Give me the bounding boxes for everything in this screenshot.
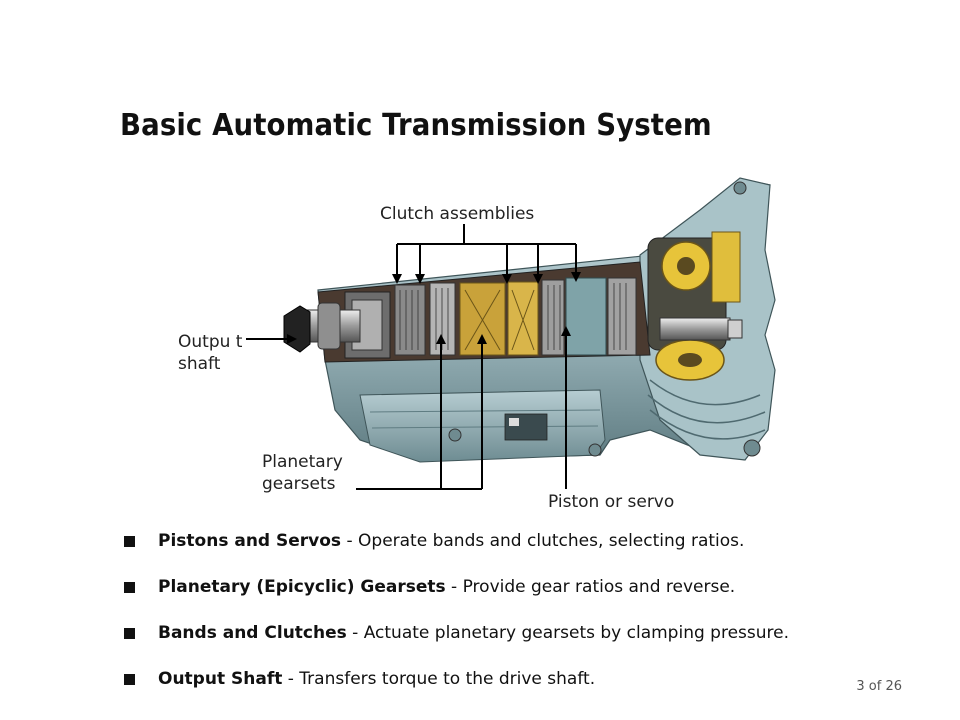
bullet-description: Provide gear ratios and reverse. [462, 577, 736, 597]
bullet-separator: - [445, 577, 463, 597]
square-bullet-icon [124, 582, 135, 593]
bullet-description: Operate bands and clutches, selecting ra… [358, 531, 745, 551]
slide-title: Basic Automatic Transmission System [120, 108, 712, 143]
planetary-gearsets-label: Planetary gearsets [262, 452, 343, 494]
bullet-term: Bands and Clutches [158, 623, 347, 643]
bullet-term: Output Shaft [158, 669, 283, 689]
bullet-text: Output Shaft - Transfers torque to the d… [158, 666, 595, 692]
bullet-item: Planetary (Epicyclic) Gearsets - Provide… [120, 574, 900, 620]
bullet-separator: - [341, 531, 359, 551]
callout-arrowheads [287, 272, 581, 344]
piston-or-servo-label: Piston or servo [548, 492, 675, 512]
bullet-text: Pistons and Servos - Operate bands and c… [158, 528, 744, 554]
bullet-term: Pistons and Servos [158, 531, 342, 551]
cutaway-interior [317, 261, 651, 363]
bullet-separator: - [346, 623, 364, 643]
bullet-list: Pistons and Servos - Operate bands and c… [120, 528, 900, 712]
bullet-text: Planetary (Epicyclic) Gearsets - Provide… [158, 574, 735, 600]
clutch-assemblies-label: Clutch assemblies [380, 204, 535, 224]
square-bullet-icon [124, 674, 135, 685]
square-bullet-icon [124, 536, 135, 547]
square-bullet-icon [124, 628, 135, 639]
bullet-description: Transfers torque to the drive shaft. [299, 669, 596, 689]
bullet-separator: - [282, 669, 300, 689]
callout-lines [246, 224, 577, 490]
output-shaft [283, 302, 743, 353]
bullet-description: Actuate planetary gearsets by clamping p… [363, 623, 790, 643]
bullet-text: Bands and Clutches - Actuate planetary g… [158, 620, 789, 646]
output-shaft-label: Outpu t shaft [178, 332, 243, 374]
bullet-item: Pistons and Servos - Operate bands and c… [120, 528, 900, 574]
bullet-item: Bands and Clutches - Actuate planetary g… [120, 620, 900, 666]
bullet-item: Output Shaft - Transfers torque to the d… [120, 666, 900, 712]
page-number: 3 of 26 [856, 679, 902, 694]
bullet-term: Planetary (Epicyclic) Gearsets [158, 577, 446, 597]
